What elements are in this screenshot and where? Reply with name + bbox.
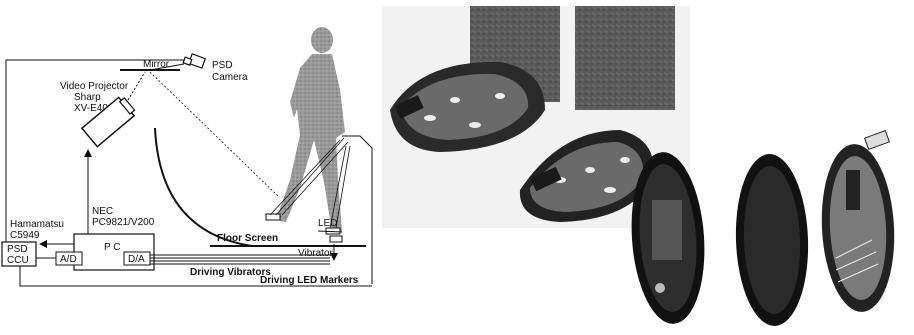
mirror-label: Mirror — [143, 59, 170, 70]
hamamatsu-label-line1: Hamamatsu — [10, 219, 64, 230]
led-label: LED — [318, 218, 337, 229]
floor-screen-label: Floor Screen — [217, 233, 278, 244]
psd-ccu-label-line1: PSD — [7, 244, 28, 255]
psd-camera-label-line1: PSD — [212, 60, 233, 71]
psd-camera-label-line2: Camera — [212, 72, 248, 83]
vibrator — [330, 236, 342, 242]
ad-label: A/D — [60, 254, 77, 265]
psd-ccu-label-line2: CCU — [7, 255, 29, 266]
projector-label-line1: Video Projector — [60, 81, 129, 92]
da-label: D/A — [128, 254, 145, 265]
person-silhouette — [276, 27, 345, 232]
driving-led-markers-label: Driving LED Markers — [260, 275, 359, 286]
pc-model-label-line2: PC9821/V200 — [92, 217, 155, 228]
curved-screen — [155, 128, 252, 246]
vibrator-label: Vibrator — [298, 248, 334, 259]
led-marker-left — [266, 214, 280, 220]
pc-label: P C — [104, 242, 121, 253]
projector-label-line2: Sharp — [74, 92, 101, 103]
pc-model-label-line1: NEC — [92, 206, 113, 217]
psd-camera-icon — [183, 54, 205, 68]
hamamatsu-label-line2: C5949 — [10, 230, 40, 241]
photo-insoles — [626, 131, 898, 328]
